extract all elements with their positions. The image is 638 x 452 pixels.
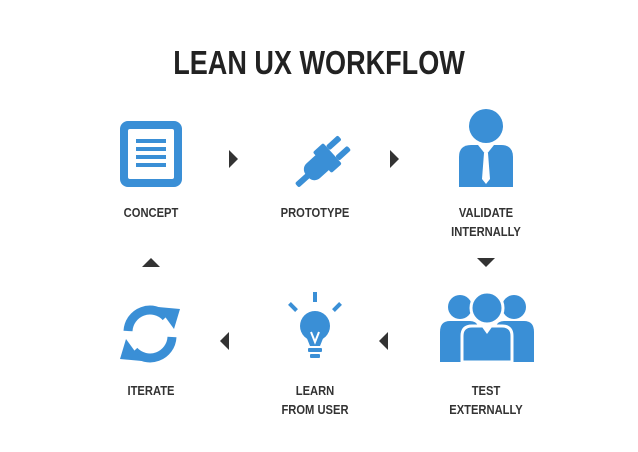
group-icon bbox=[440, 290, 534, 364]
step-label-learn-from-user: LEARN FROM USER bbox=[281, 383, 349, 417]
lightbulb-icon bbox=[288, 292, 342, 358]
arrow-test-to-learn bbox=[379, 332, 388, 350]
arrow-learn-to-iterate bbox=[220, 332, 229, 350]
arrow-prototype-to-validate bbox=[390, 150, 399, 168]
refresh-icon bbox=[120, 305, 180, 363]
step-label-validate-internally: VALIDATE INTERNALLY bbox=[451, 205, 521, 239]
person-icon bbox=[459, 109, 513, 187]
arrow-concept-to-prototype bbox=[229, 150, 238, 168]
step-label-concept: CONCEPT bbox=[123, 205, 179, 220]
plug-icon bbox=[295, 136, 351, 187]
document-icon bbox=[120, 121, 182, 187]
arrow-iterate-to-concept bbox=[142, 258, 160, 267]
step-label-test-externally: TEST EXTERNALLY bbox=[449, 383, 523, 417]
diagram-title: LEAN UX WORKFLOW bbox=[173, 44, 465, 81]
arrow-validate-to-test bbox=[477, 258, 495, 267]
step-label-iterate: ITERATE bbox=[127, 383, 175, 398]
step-label-prototype: PROTOTYPE bbox=[280, 205, 350, 220]
